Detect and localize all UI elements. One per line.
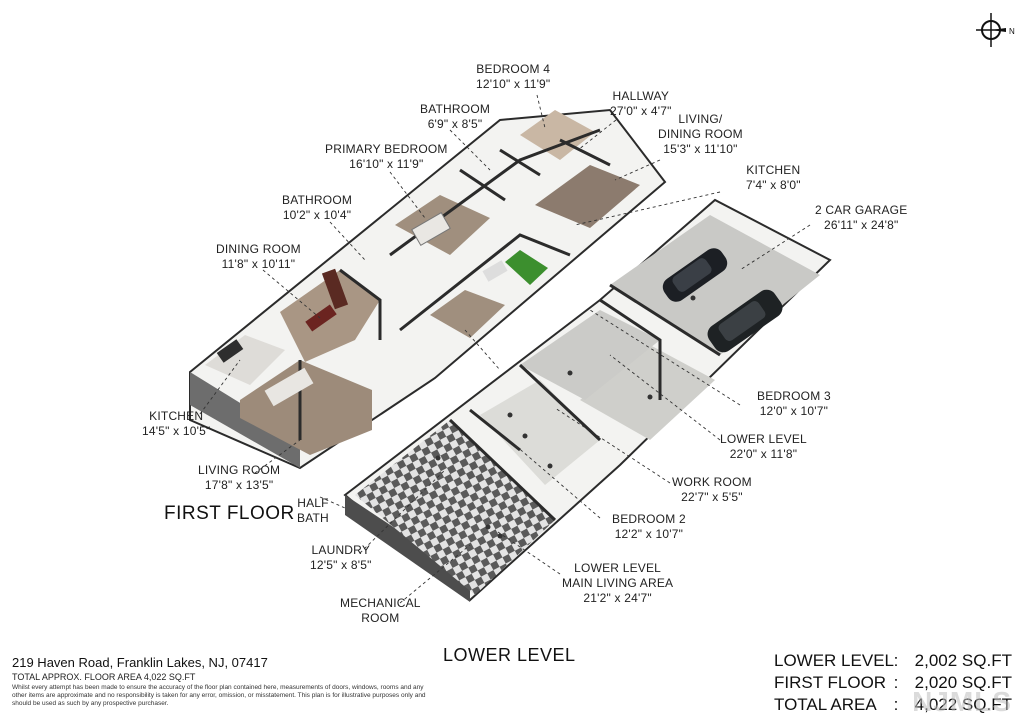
- total-approx-floor-area: TOTAL APPROX. FLOOR AREA 4,022 SQ.FT: [12, 672, 196, 682]
- njmls-watermark: NJMLS: [912, 686, 1012, 717]
- bedroom3-floor: [520, 310, 660, 400]
- green-rug: [505, 250, 548, 285]
- area-row-total-area: TOTAL AREA:4,022 SQ.FT: [774, 695, 1012, 714]
- first-floor-title: FIRST FLOOR: [164, 503, 295, 524]
- bedroom4-floor: [520, 110, 595, 160]
- kitchen-table: [216, 339, 244, 363]
- kitchen-floor: [205, 335, 285, 385]
- area-row-lower-level: LOWER LEVEL:2,002 SQ.FT: [774, 651, 1012, 670]
- first-floor-model: [189, 108, 667, 470]
- disclaimer-text: Whilst every attempt has been made to en…: [12, 684, 426, 707]
- bed: [482, 260, 508, 282]
- lower-level-front-wall: [345, 495, 470, 602]
- lower-level-title: LOWER LEVEL: [443, 645, 576, 665]
- car-icon: [707, 289, 783, 353]
- area-summary: LOWER LEVEL:2,002 SQ.FT FIRST FLOOR:2,02…: [774, 650, 1012, 716]
- wardrobe: [321, 268, 349, 310]
- dining-table: [305, 304, 337, 332]
- work-room-floor: [480, 380, 600, 485]
- bedroom-floor: [430, 290, 505, 338]
- leader-lines: [199, 94, 811, 604]
- compass-icon: N: [976, 13, 1015, 47]
- sofa: [264, 367, 314, 407]
- area-row-first-floor: FIRST FLOOR:2,020 SQ.FT: [774, 673, 1012, 692]
- primary-bed: [411, 212, 451, 246]
- car-icon: [662, 248, 728, 302]
- living-dining-floor: [535, 165, 640, 228]
- living-room-floor: [240, 360, 372, 455]
- garage-floor: [610, 215, 820, 355]
- lower-main-living-floor: [355, 420, 555, 595]
- property-address: 219 Haven Road, Franklin Lakes, NJ, 0741…: [12, 655, 268, 670]
- compass-north-letter: N: [1009, 27, 1015, 36]
- lower-level-model: [343, 198, 832, 602]
- lower-level-room-floor: [580, 345, 715, 440]
